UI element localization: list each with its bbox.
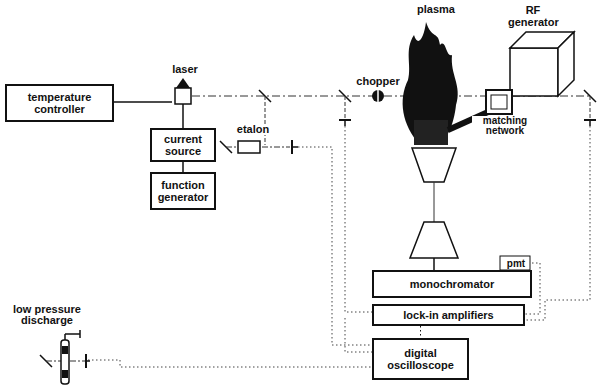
amplifier-box: lock-in amplifiers [372,304,525,326]
controller-box: temperature controller [5,84,114,122]
node-text: function generator [156,179,210,203]
component-label: chopper [352,76,404,87]
cube-outline [508,28,578,98]
node-text: RF generator [508,4,558,28]
component-label: low pressure discharge [8,304,86,326]
oscilloscope-box: digital oscilloscope [372,338,469,380]
rf-generator: RF generator [508,28,578,98]
monochromator-box: monochromator [372,270,532,298]
connector [420,326,421,338]
instrument-box: function generator [150,172,216,210]
connector [183,162,184,172]
component-label: plasma [410,4,462,15]
component-label: etalon [232,124,274,135]
node-text: digital oscilloscope [378,347,463,371]
node-text: current source [156,133,210,157]
component-label: laser [166,64,204,75]
node-text: monochromator [410,278,494,290]
node-text: temperature controller [11,91,108,115]
node-text: lock-in amplifiers [403,309,493,321]
matching-network: matching network [472,84,538,130]
component-label: pmt [502,258,530,269]
node-text: matching network [472,116,538,136]
instrument-box: current source [150,128,216,162]
